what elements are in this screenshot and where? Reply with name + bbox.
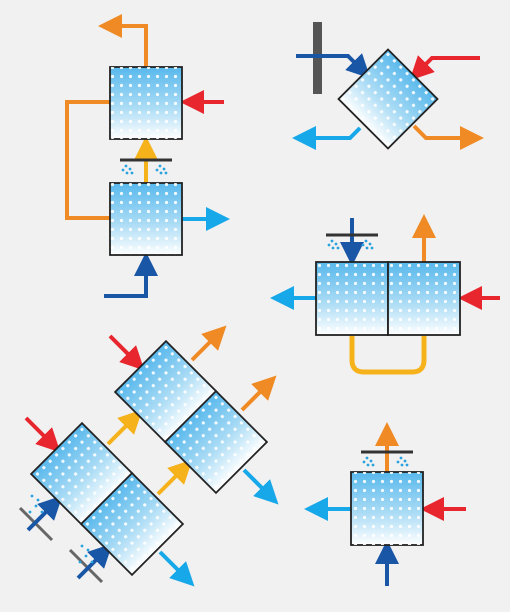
heat-exchanger-core-icon [350, 471, 424, 546]
water-spray-drops-icon [28, 494, 94, 564]
diagram-side-by-side-cores [270, 214, 500, 375]
transfer-arrow-yellow [106, 409, 143, 446]
diagram-single-core [304, 422, 466, 586]
louver-damper-icon [68, 548, 104, 584]
hot-supply-arrow [108, 334, 145, 371]
cool-supply-arrow [158, 550, 195, 587]
outside-air-arrow [26, 495, 63, 532]
exhaust-arrow [412, 124, 484, 150]
hot-supply-arrow [24, 416, 61, 453]
heat-exchanger-core-icon [163, 389, 269, 495]
u-bypass-duct-icon [349, 336, 427, 375]
diagram-stacked-two-core [65, 14, 230, 298]
exhaust-arrow [240, 375, 277, 412]
heat-exchanger-core-icon [79, 471, 185, 577]
cool-supply-arrow [292, 126, 362, 150]
hot-supply-arrow [409, 55, 480, 81]
outside-air-arrow [104, 252, 158, 298]
heat-exchanger-core-icon [109, 182, 183, 256]
outside-air-arrow [76, 543, 113, 580]
outside-air-arrow [296, 53, 371, 79]
cool-supply-arrow [242, 468, 279, 505]
exhaust-arrow-top [98, 14, 148, 66]
diagram-diagonal-four-core [18, 325, 279, 587]
transfer-arrow-yellow [156, 459, 193, 496]
heat-exchanger-core-icon [337, 48, 439, 150]
exhaust-arrow [190, 325, 227, 362]
diagram-diamond-core [292, 22, 484, 150]
heat-exchanger-core-icon [315, 261, 389, 336]
bypass-duct-orange [65, 100, 110, 220]
heat-exchanger-core-icon [387, 261, 461, 336]
heat-exchanger-core-icon [109, 66, 183, 140]
